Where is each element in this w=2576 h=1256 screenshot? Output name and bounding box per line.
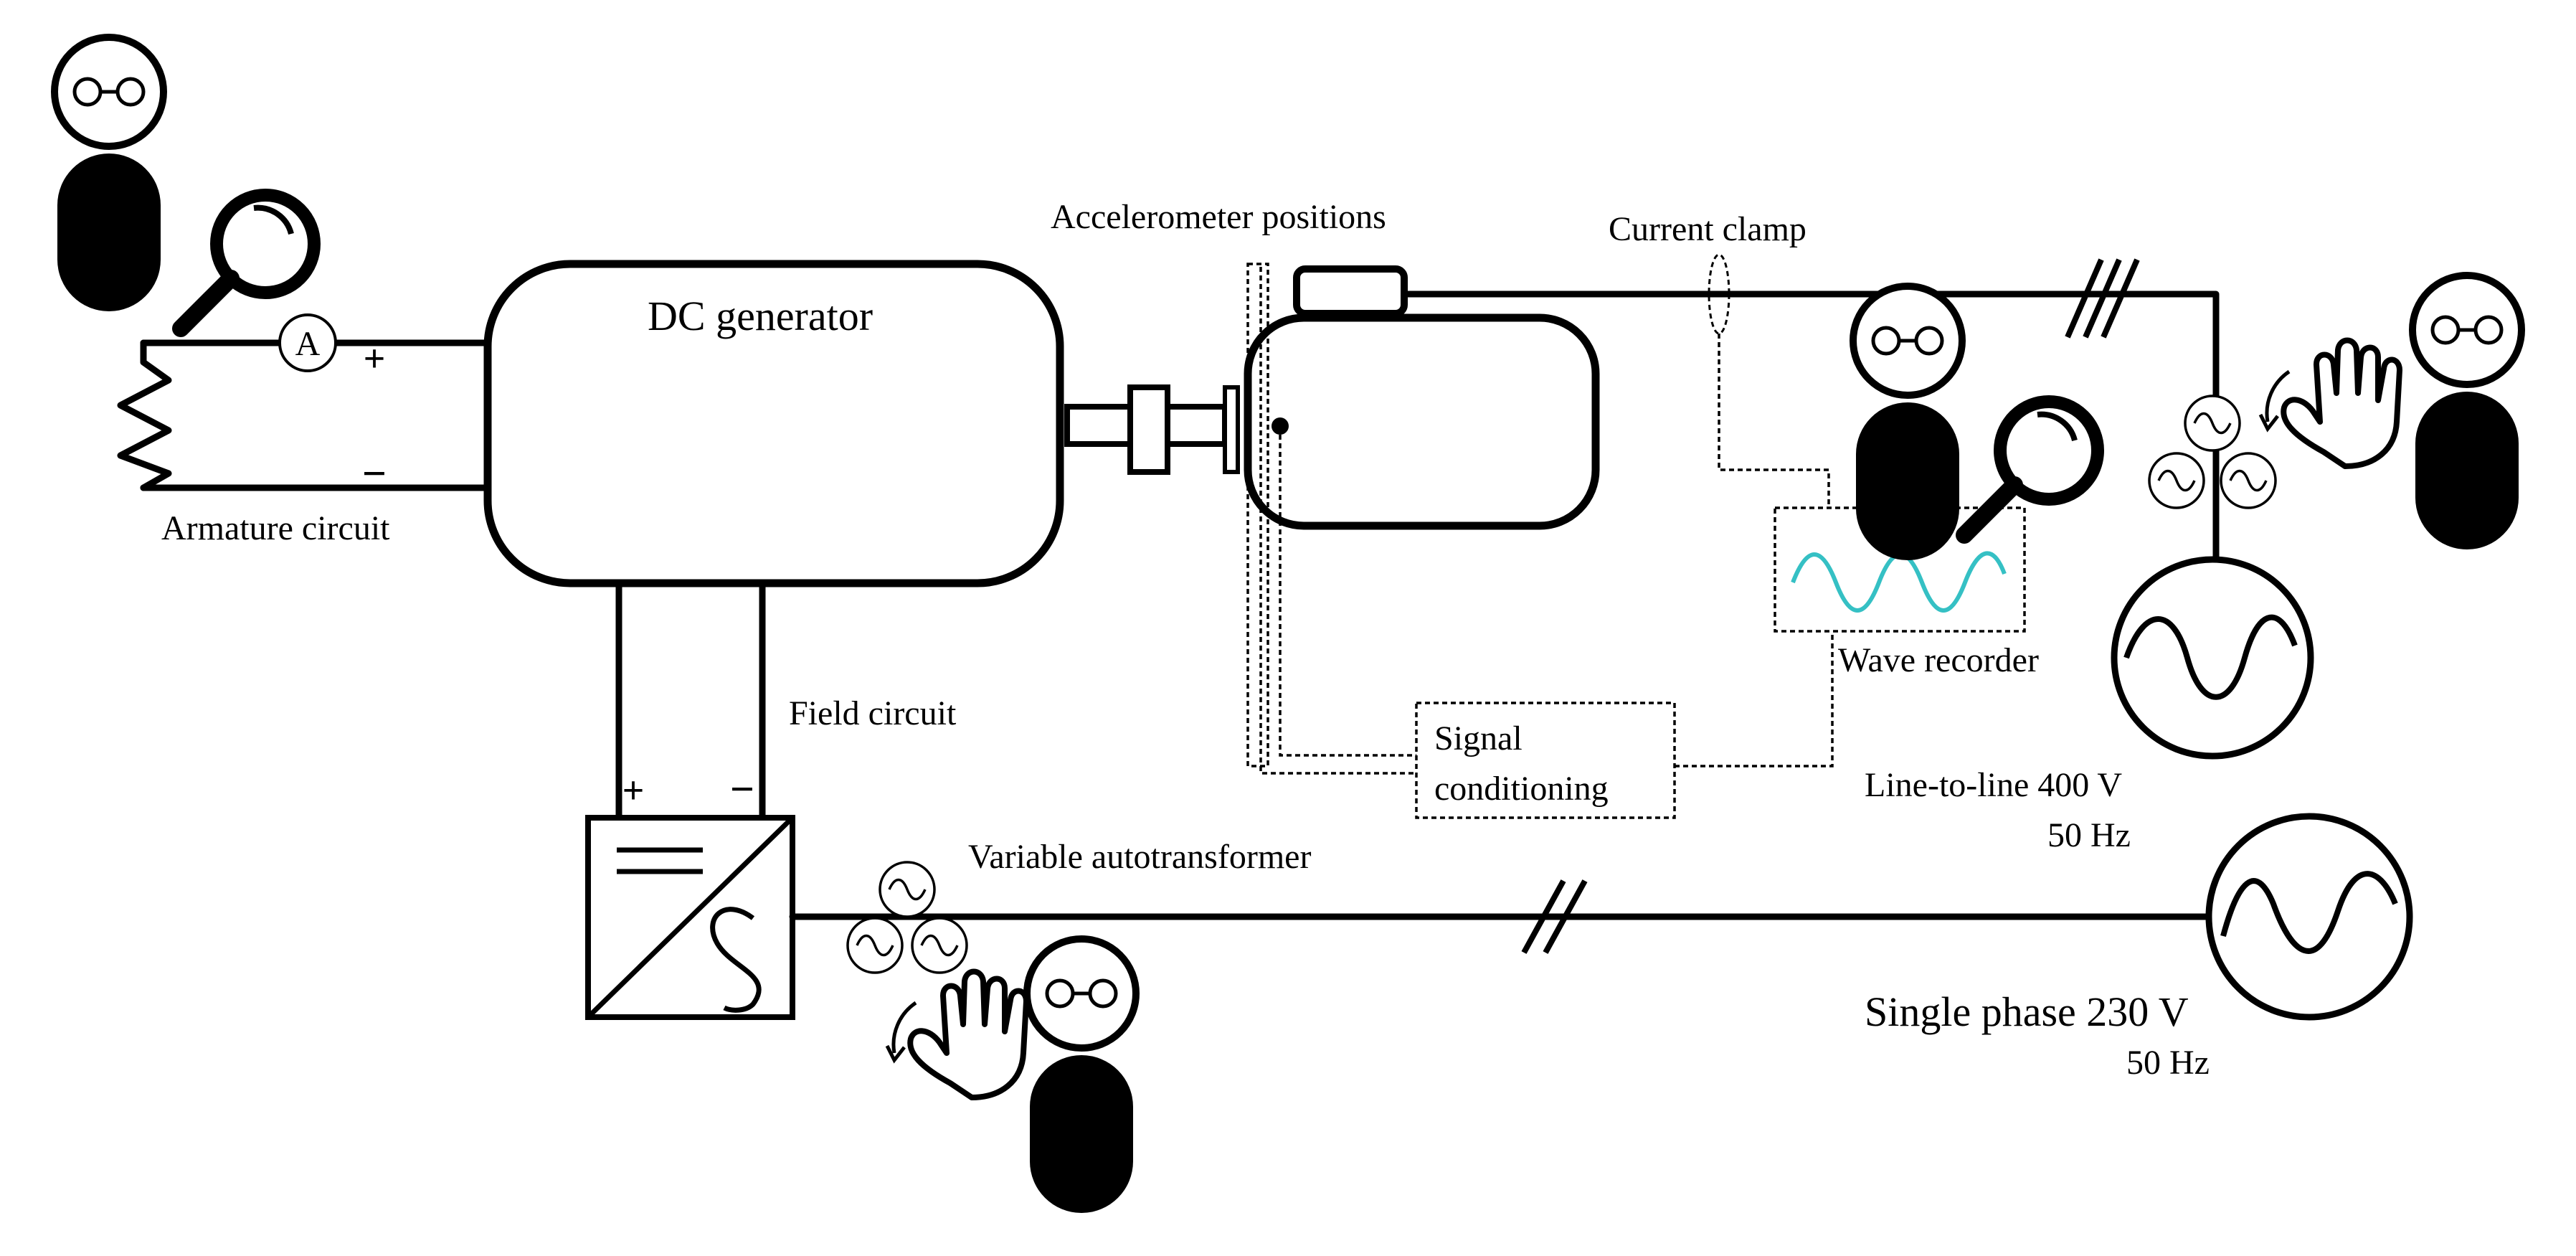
current-clamp-icon xyxy=(1708,253,1730,335)
operator-icon xyxy=(1027,939,1136,1213)
three-phase-cable-marker xyxy=(2065,258,2140,339)
armature-minus-sign: − xyxy=(362,450,387,497)
autotransformer-three-phase-icon xyxy=(846,861,968,974)
three-phase-icon xyxy=(2148,395,2277,509)
waveform-trace xyxy=(1791,551,2007,613)
single-phase-source-icon xyxy=(2205,813,2413,1021)
ammeter-label: A xyxy=(295,325,321,363)
dc-generator-label: DC generator xyxy=(648,293,873,339)
rectifier-icon xyxy=(585,815,795,1020)
hand-rotate-icon xyxy=(2260,341,2400,467)
signal-conditioning-box: Signal conditioning xyxy=(1415,702,1676,819)
ammeter-icon: A xyxy=(278,313,337,372)
current-clamp-label: Current clamp xyxy=(1609,210,1806,248)
operator-icon xyxy=(2412,275,2521,549)
field-circuit: + − Field circuit xyxy=(615,580,957,821)
accelerometer-positions-label: Accelerometer positions xyxy=(1051,198,1386,236)
armature-circuit-label: Armature circuit xyxy=(161,509,390,547)
operator-icon xyxy=(1853,286,1962,560)
field-minus-sign: − xyxy=(730,765,754,813)
field-plus-sign: + xyxy=(622,769,645,812)
operator-icon xyxy=(55,37,164,311)
magnifier-icon xyxy=(181,195,314,329)
signal-conditioning-label-2: conditioning xyxy=(1434,770,1609,808)
induction-motor xyxy=(1244,253,2220,570)
three-phase-voltage-label: Line-to-line 400 V xyxy=(1865,766,2122,804)
three-phase-frequency-label: 50 Hz xyxy=(2047,816,2131,854)
measurement-signal-path: Signal conditioning Wave recorder xyxy=(1246,263,2039,819)
armature-circuit: A + − Armature circuit xyxy=(117,313,491,547)
dc-generator: DC generator xyxy=(483,260,1064,587)
variable-autotransformer-label: Variable autotransformer xyxy=(968,838,1311,876)
ac-source-icon xyxy=(2111,556,2314,760)
hand-rotate-icon xyxy=(887,972,1026,1098)
field-circuit-label: Field circuit xyxy=(789,694,957,732)
armature-plus-sign: + xyxy=(364,337,386,380)
shaft-coupling xyxy=(1064,384,1240,475)
single-phase-voltage-label: Single phase 230 V xyxy=(1865,988,2189,1035)
resistor-icon xyxy=(117,339,172,491)
signal-conditioning-label-1: Signal xyxy=(1434,719,1523,757)
wave-recorder-label: Wave recorder xyxy=(1838,641,2039,679)
three-phase-source: Line-to-line 400 V 50 Hz xyxy=(1865,395,2314,854)
magnifier-icon xyxy=(1964,402,2098,535)
single-phase-supply: Variable autotransformer Single phase 23… xyxy=(789,813,2413,1082)
single-phase-frequency-label: 50 Hz xyxy=(2126,1044,2210,1082)
